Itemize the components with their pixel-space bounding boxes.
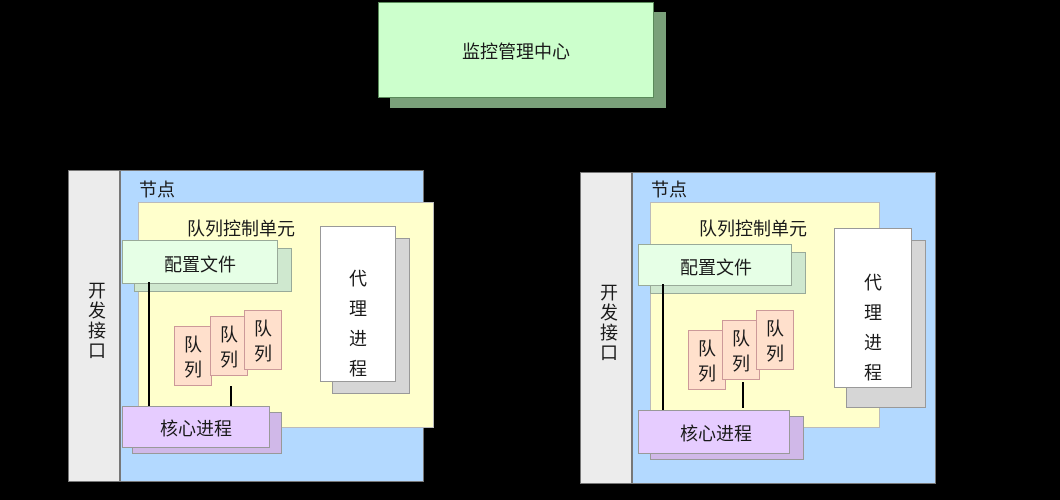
queue-label: 队列 [254,319,272,365]
config-file-box-left: 配置文件 [122,240,292,292]
qcu-label-right: 队列控制单元 [699,219,807,240]
queue-label: 队列 [732,329,750,375]
agent-process-box-right: 代理进程 [834,228,926,408]
agent-process-label-right: 代理进程 [864,273,882,384]
queue-box-left-2: 队列 [210,316,248,376]
monitor-center-box: 监控管理中心 [378,2,668,110]
dev-interface-label-right: 开发接口 [597,283,618,363]
queue-box-right-2: 队列 [722,320,760,380]
queue-box-right-3: 队列 [756,310,794,370]
node-left: 开发接口 节点 队列控制单元 配置文件 队列 队列 队列 代理进程 核心进程 [68,170,434,482]
core-process-box-right: 核心进程 [638,410,804,460]
core-process-label-left: 核心进程 [160,419,232,440]
agent-process-label-left: 代理进程 [349,269,367,380]
dev-interface-panel-right: 开发接口 [580,172,632,484]
config-file-box-right: 配置文件 [638,244,806,294]
dev-interface-label-left: 开发接口 [85,281,106,361]
queue-box-left-3: 队列 [244,310,282,370]
node-right: 开发接口 节点 队列控制单元 配置文件 队列 队列 队列 代理进程 核心进程 [580,172,936,484]
node-label-right: 节点 [651,180,687,201]
queue-label: 队列 [766,319,784,365]
core-process-box-left: 核心进程 [122,406,282,454]
queue-box-right-1: 队列 [688,330,726,390]
dev-interface-panel-left: 开发接口 [68,170,120,482]
queue-box-left-1: 队列 [174,326,212,386]
monitor-center-label: 监控管理中心 [462,42,570,63]
config-file-label-right: 配置文件 [680,258,752,279]
qcu-label-left: 队列控制单元 [187,219,295,240]
queue-label: 队列 [698,339,716,385]
node-label-left: 节点 [139,180,175,201]
agent-process-box-left: 代理进程 [320,226,410,394]
core-process-label-right: 核心进程 [680,424,752,445]
config-file-label-left: 配置文件 [164,255,236,276]
queue-label: 队列 [220,325,238,371]
queue-label: 队列 [184,335,202,381]
